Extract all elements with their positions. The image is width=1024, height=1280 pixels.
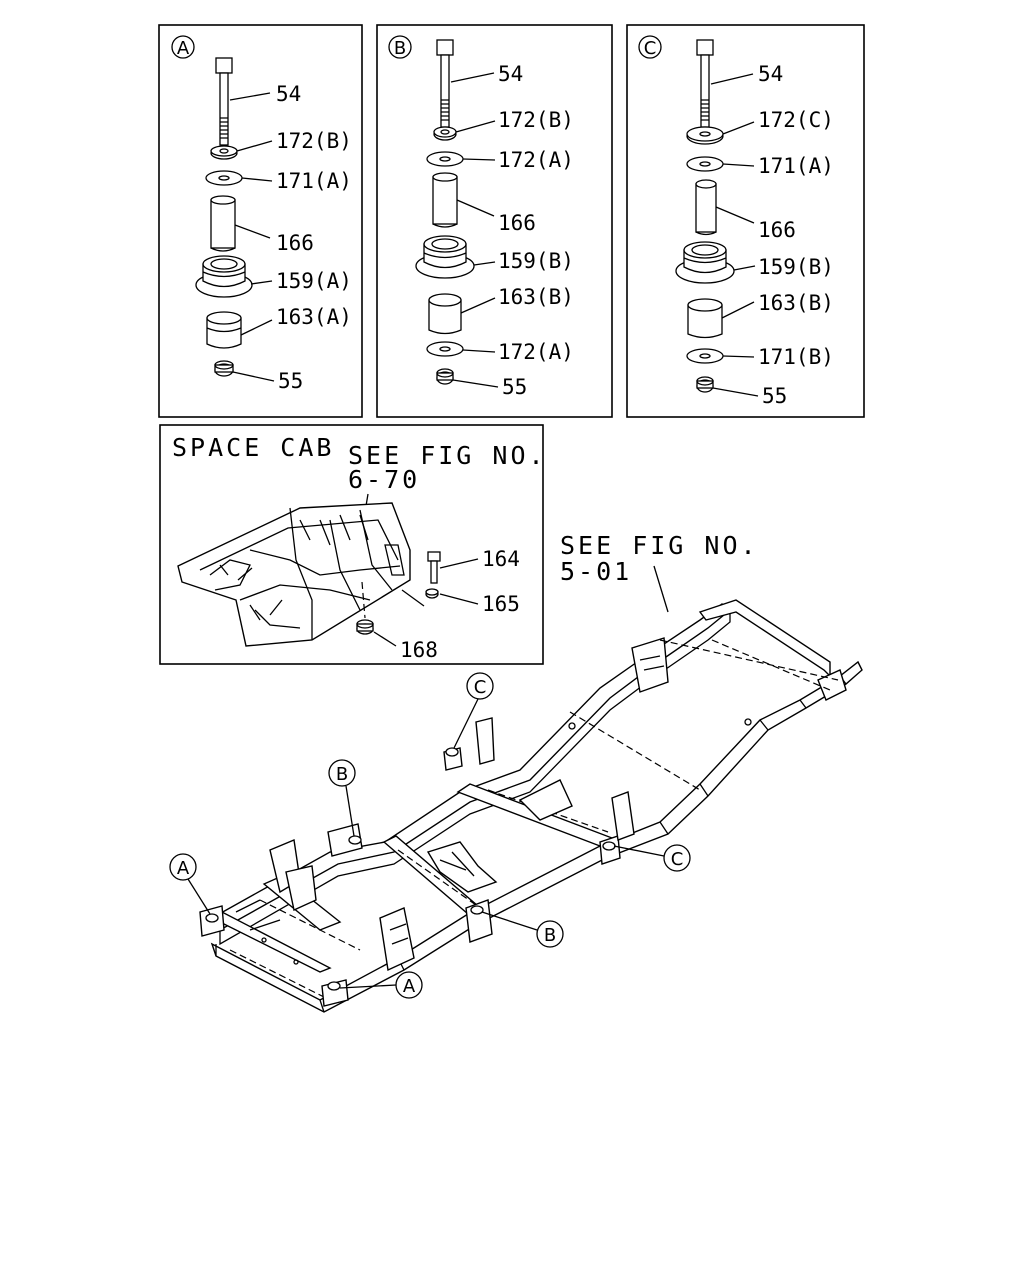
- panel-a-label-54: 54: [276, 82, 301, 106]
- marker-b-circle: [388, 35, 412, 59]
- panel-b-label-55: 55: [502, 375, 527, 399]
- sleeve-166-c: [695, 179, 717, 236]
- mount-159b-c: [675, 241, 735, 284]
- frame-callout-c-right-text: C: [671, 849, 684, 870]
- panel-b-border: [376, 24, 613, 418]
- panel-b-label-166: 166: [498, 211, 536, 235]
- washer-172c-c: [686, 126, 724, 145]
- mount-163b-b: [428, 293, 462, 335]
- panel-c-label-55: 55: [762, 384, 787, 408]
- panel-c-label-166: 166: [758, 218, 796, 242]
- space-cab-title: SPACE CAB: [172, 433, 334, 462]
- sleeve-166-a: [210, 195, 236, 252]
- marker-a-circle: [171, 35, 195, 59]
- frame-callout-c-right: C: [613, 844, 691, 872]
- frame-callout-b-right-text: B: [544, 925, 556, 946]
- washer-172a-b-top: [426, 151, 464, 167]
- panel-c-label-54: 54: [758, 62, 783, 86]
- frame-callout-a-bottom-text: A: [403, 976, 416, 997]
- nut-168: [356, 619, 374, 635]
- frame-callout-b-right: B: [481, 911, 564, 948]
- panel-c-label-163b: 163(B): [758, 291, 834, 315]
- space-cab-panel: SPACE CAB SEE FIG NO. 6-70: [159, 424, 547, 665]
- marker-c-circle: [638, 35, 662, 59]
- bolt-164: [427, 551, 441, 584]
- mount-159a-a: [195, 255, 253, 298]
- panel-b-label-54: 54: [498, 62, 523, 86]
- panel-b-label-163b: 163(B): [498, 285, 574, 309]
- panel-a-label-163a: 163(A): [276, 305, 352, 329]
- frame-callout-b-left-text: B: [336, 764, 348, 785]
- washer-171a-a: [205, 170, 243, 186]
- panel-a-label-55: 55: [278, 369, 303, 393]
- panel-a: A: [158, 24, 363, 418]
- panel-c-marker: C: [644, 38, 657, 59]
- frame-see-fig-line2: 5-01: [560, 557, 632, 586]
- space-cab-label-168: 168: [400, 638, 438, 662]
- panel-c-label-172c: 172(C): [758, 108, 834, 132]
- panel-a-label-171a: 171(A): [276, 169, 352, 193]
- panel-b: B: [376, 24, 613, 418]
- mount-159b-b: [415, 235, 475, 279]
- washer-172a-b-bottom: [426, 341, 464, 357]
- nut-55-c: [696, 376, 714, 393]
- washer-165: [425, 588, 439, 599]
- panel-a-label-166: 166: [276, 231, 314, 255]
- space-cab-label-164: 164: [482, 547, 520, 571]
- washer-171a-c: [686, 156, 724, 172]
- washer-172b-a: [210, 145, 238, 160]
- panel-c-label-171a: 171(A): [758, 154, 834, 178]
- bolt-54-c: [696, 39, 714, 128]
- mount-163a-a: [206, 311, 242, 349]
- space-cab-see-fig-line2: 6-70: [348, 465, 420, 494]
- washer-172b-b: [433, 126, 457, 141]
- cab-floor-pan: [177, 502, 425, 647]
- frame-mount-bushings: [205, 747, 616, 991]
- panel-c-label-159b: 159(B): [758, 255, 834, 279]
- space-cab-border: [159, 424, 544, 665]
- panel-b-label-159b: 159(B): [498, 249, 574, 273]
- frame-see-fig-line1: SEE FIG NO.: [560, 531, 759, 560]
- panel-a-label-172b: 172(B): [276, 129, 352, 153]
- frame-callout-c-top: C: [453, 672, 494, 749]
- panel-a-label-159a: 159(A): [276, 269, 352, 293]
- sleeve-166-b: [432, 172, 458, 228]
- space-cab-label-165: 165: [482, 592, 520, 616]
- panel-a-marker: A: [177, 38, 190, 59]
- frame-callout-a-left-text: A: [177, 858, 190, 879]
- bolt-54-a: [215, 57, 233, 146]
- panel-c-label-171b: 171(B): [758, 345, 834, 369]
- panel-c: C: [626, 24, 865, 418]
- mount-163b-c: [687, 298, 723, 339]
- panel-b-label-172a: 172(A): [498, 148, 574, 172]
- frame-callout-a-left: A: [169, 853, 211, 915]
- frame-callout-c-top-text: C: [474, 677, 487, 698]
- frame-callout-a-bottom: A: [339, 971, 423, 999]
- washer-171b-c: [686, 348, 724, 364]
- nut-55-a: [214, 360, 234, 377]
- frame-right-rail: [210, 660, 863, 1013]
- panel-a-border: [158, 24, 363, 418]
- panel-b-label-172a-bottom: 172(A): [498, 340, 574, 364]
- chassis-frame: SEE FIG NO. 5-01: [169, 531, 863, 1013]
- bolt-54-b: [436, 39, 454, 128]
- space-cab-see-fig-line1: SEE FIG NO.: [348, 441, 547, 470]
- frame-callout-b-left: B: [328, 759, 356, 837]
- nut-55-b: [436, 368, 454, 385]
- panel-b-marker: B: [394, 38, 406, 59]
- panel-c-border: [626, 24, 865, 418]
- panel-b-label-172b: 172(B): [498, 108, 574, 132]
